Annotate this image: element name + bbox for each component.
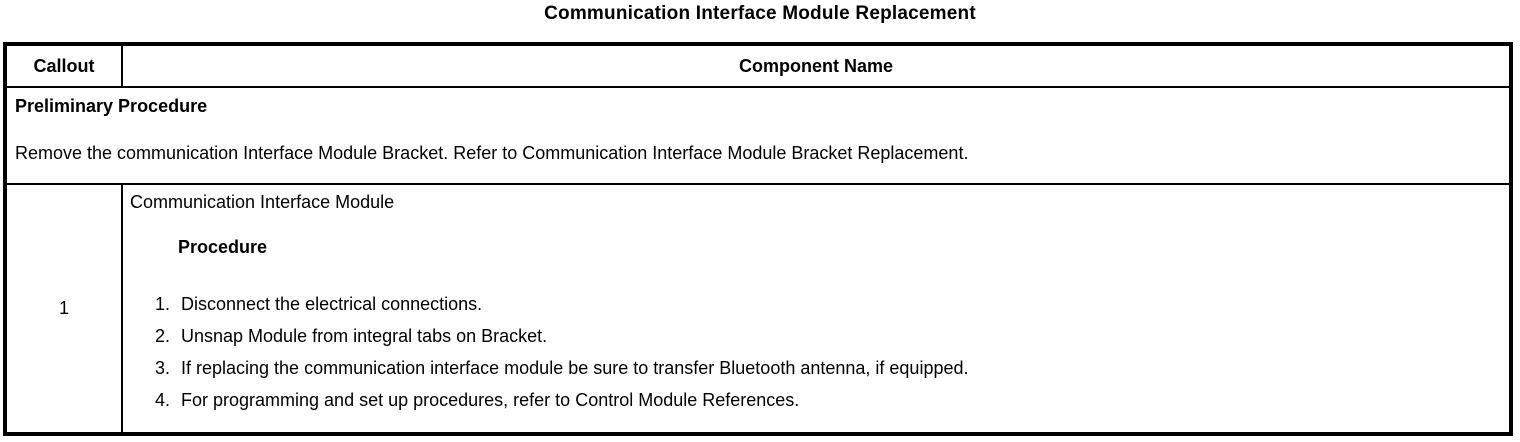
preliminary-procedure-cell: Preliminary Procedure Remove the communi… [4, 86, 1512, 185]
procedure-steps-list: Disconnect the electrical connections. U… [130, 288, 1501, 416]
procedure-step: Unsnap Module from integral tabs on Brac… [175, 320, 1501, 352]
component-name: Communication Interface Module [130, 192, 395, 212]
callout-number: 1 [4, 183, 123, 435]
table-header-row: Callout Component Name [4, 43, 1512, 88]
component-name-column-header: Component Name [121, 43, 1512, 88]
component-table: Callout Component Name Preliminary Proce… [3, 42, 1513, 436]
procedure-step: Disconnect the electrical connections. [175, 288, 1501, 320]
preliminary-procedure-heading: Preliminary Procedure [15, 96, 208, 116]
preliminary-procedure-text: Remove the communication Interface Modul… [15, 143, 969, 163]
procedure-heading: Procedure [178, 237, 268, 257]
component-detail-cell: Communication Interface Module Procedure… [121, 183, 1512, 435]
procedure-step: For programming and set up procedures, r… [175, 384, 1501, 416]
preliminary-procedure-row: Preliminary Procedure Remove the communi… [4, 86, 1512, 185]
procedure-step: If replacing the communication interface… [175, 352, 1501, 384]
page-title: Communication Interface Module Replaceme… [544, 3, 976, 24]
table-row: 1 Communication Interface Module Procedu… [4, 183, 1512, 435]
callout-column-header: Callout [4, 43, 123, 88]
